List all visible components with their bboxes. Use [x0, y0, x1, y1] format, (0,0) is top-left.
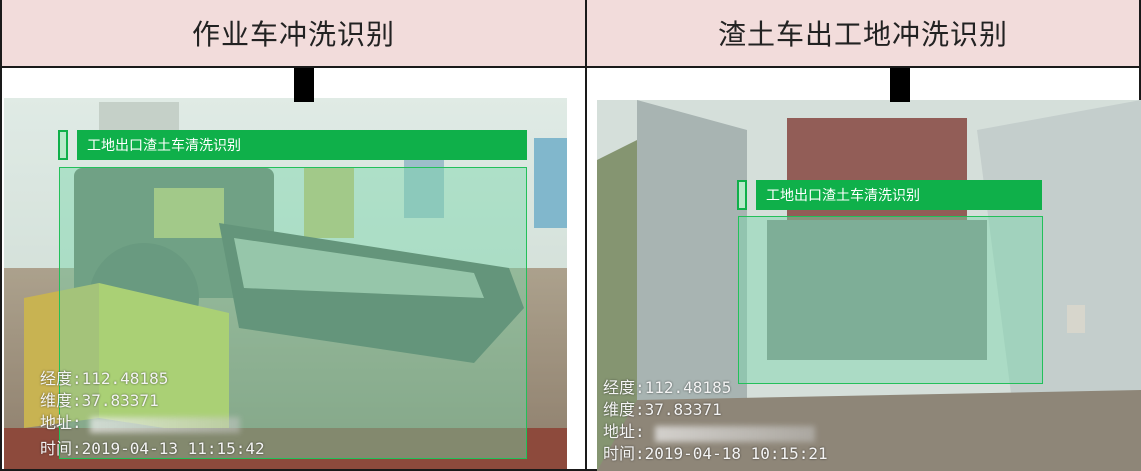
right-address: 地址: — [603, 422, 645, 441]
right-marker — [890, 68, 910, 102]
header-left: 作业车冲洗识别 — [2, 0, 585, 66]
right-address-redaction — [655, 426, 815, 442]
header-row: 作业车冲洗识别 渣土车出工地冲洗识别 — [0, 0, 1141, 68]
left-longitude: 经度:112.48185 — [40, 369, 169, 388]
left-detection-label: 工地出口渣土车清洗识别 — [77, 130, 527, 160]
right-latitude: 维度:37.83371 — [603, 400, 722, 419]
left-latitude: 维度:37.83371 — [40, 391, 159, 410]
left-address-redaction — [90, 417, 240, 433]
right-detection-box — [738, 216, 1043, 384]
right-longitude: 经度:112.48185 — [603, 378, 732, 397]
left-time: 时间:2019-04-13 11:15:42 — [40, 439, 265, 458]
left-detection-box — [59, 167, 527, 459]
right-scene-image — [597, 100, 1141, 471]
left-detection-tab — [58, 130, 68, 160]
left-address: 地址: — [40, 413, 82, 432]
header-divider — [0, 66, 1141, 68]
right-detection-tab — [737, 180, 747, 210]
right-photo — [597, 100, 1141, 471]
column-divider — [585, 0, 587, 471]
right-time: 时间:2019-04-18 10:15:21 — [603, 444, 828, 463]
right-detection-label: 工地出口渣土车清洗识别 — [756, 180, 1042, 210]
header-right: 渣土车出工地冲洗识别 — [587, 0, 1139, 66]
left-marker — [294, 68, 314, 102]
